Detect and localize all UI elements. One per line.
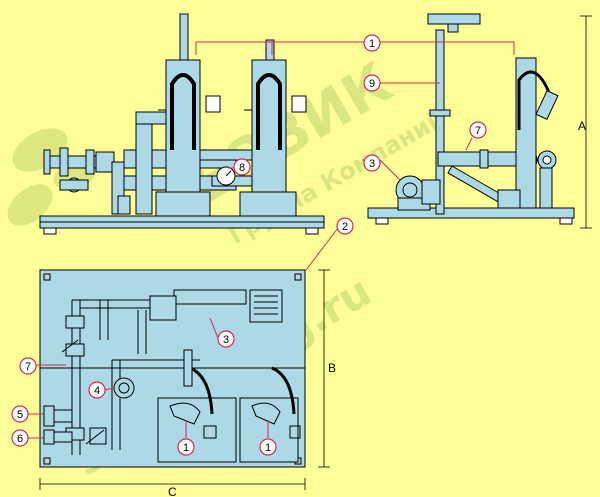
callout-7-plan: 7	[19, 357, 37, 375]
callout-3-side: 3	[363, 154, 381, 172]
callout-7-side: 7	[469, 121, 487, 139]
side-view	[367, 13, 575, 225]
dim-label-c: C	[168, 485, 177, 497]
callout-8-label: 8	[239, 162, 245, 174]
meter-right-display	[291, 95, 307, 113]
callout-9-label: 9	[369, 78, 375, 90]
plan-view	[39, 269, 306, 468]
dim-label-a: A	[578, 119, 586, 133]
meter-left-base	[155, 191, 211, 217]
callout-4-label: 4	[94, 385, 100, 397]
side-meter-column	[515, 57, 537, 209]
plan-strainer	[113, 377, 135, 399]
dim-label-b: B	[328, 361, 336, 375]
callout-2: 2	[336, 217, 354, 235]
plan-meter-box-left	[157, 397, 237, 463]
callout-5: 5	[11, 405, 29, 423]
meter-column-left	[155, 13, 221, 217]
dimension-lines	[39, 15, 592, 490]
callout-8: 8	[233, 158, 251, 176]
callout-6-label: 6	[17, 433, 23, 445]
leader-1-left	[195, 41, 364, 55]
callout-1-plan-right: 1	[259, 438, 277, 456]
callout-1-top-label: 1	[369, 38, 375, 50]
callout-2-label: 2	[342, 221, 348, 233]
leader-1-right	[380, 41, 515, 55]
callout-1-plan-right-label: 1	[265, 442, 271, 454]
callout-1-plan-left: 1	[177, 438, 195, 456]
callout-9: 9	[363, 74, 381, 92]
front-foot-left	[43, 227, 57, 235]
meter-left-display	[205, 95, 221, 113]
vent-mast-pole	[435, 29, 445, 215]
meter-right-base	[239, 191, 297, 217]
callout-3-plan-label: 3	[223, 334, 229, 346]
meter-column-right	[239, 39, 307, 217]
callout-3-plan: 3	[217, 330, 235, 348]
callouts: 1 2 3 3 4 5 6 7	[11, 34, 487, 456]
callout-7-plan-label: 7	[25, 361, 31, 373]
leader-3-plan	[209, 317, 219, 339]
callout-5-label: 5	[17, 409, 23, 421]
side-base-skid	[367, 207, 575, 219]
callout-6: 6	[11, 429, 29, 447]
callout-3-side-label: 3	[369, 158, 375, 170]
meter-column-left-post	[179, 13, 189, 65]
leader-4	[103, 387, 115, 391]
front-foot-right	[305, 227, 319, 235]
vent-mast-top	[427, 13, 481, 25]
callout-1-top: 1	[363, 34, 381, 52]
inlet-flange-left	[43, 149, 51, 175]
leader-lines	[28, 41, 515, 439]
leader-2	[305, 227, 339, 271]
callout-1-plan-left-label: 1	[183, 442, 189, 454]
front-view	[39, 13, 325, 235]
callout-7-side-label: 7	[475, 125, 481, 137]
plan-pump	[173, 289, 247, 305]
callout-4: 4	[88, 381, 106, 399]
plan-motor	[249, 289, 283, 323]
leader-7-side	[465, 137, 473, 151]
